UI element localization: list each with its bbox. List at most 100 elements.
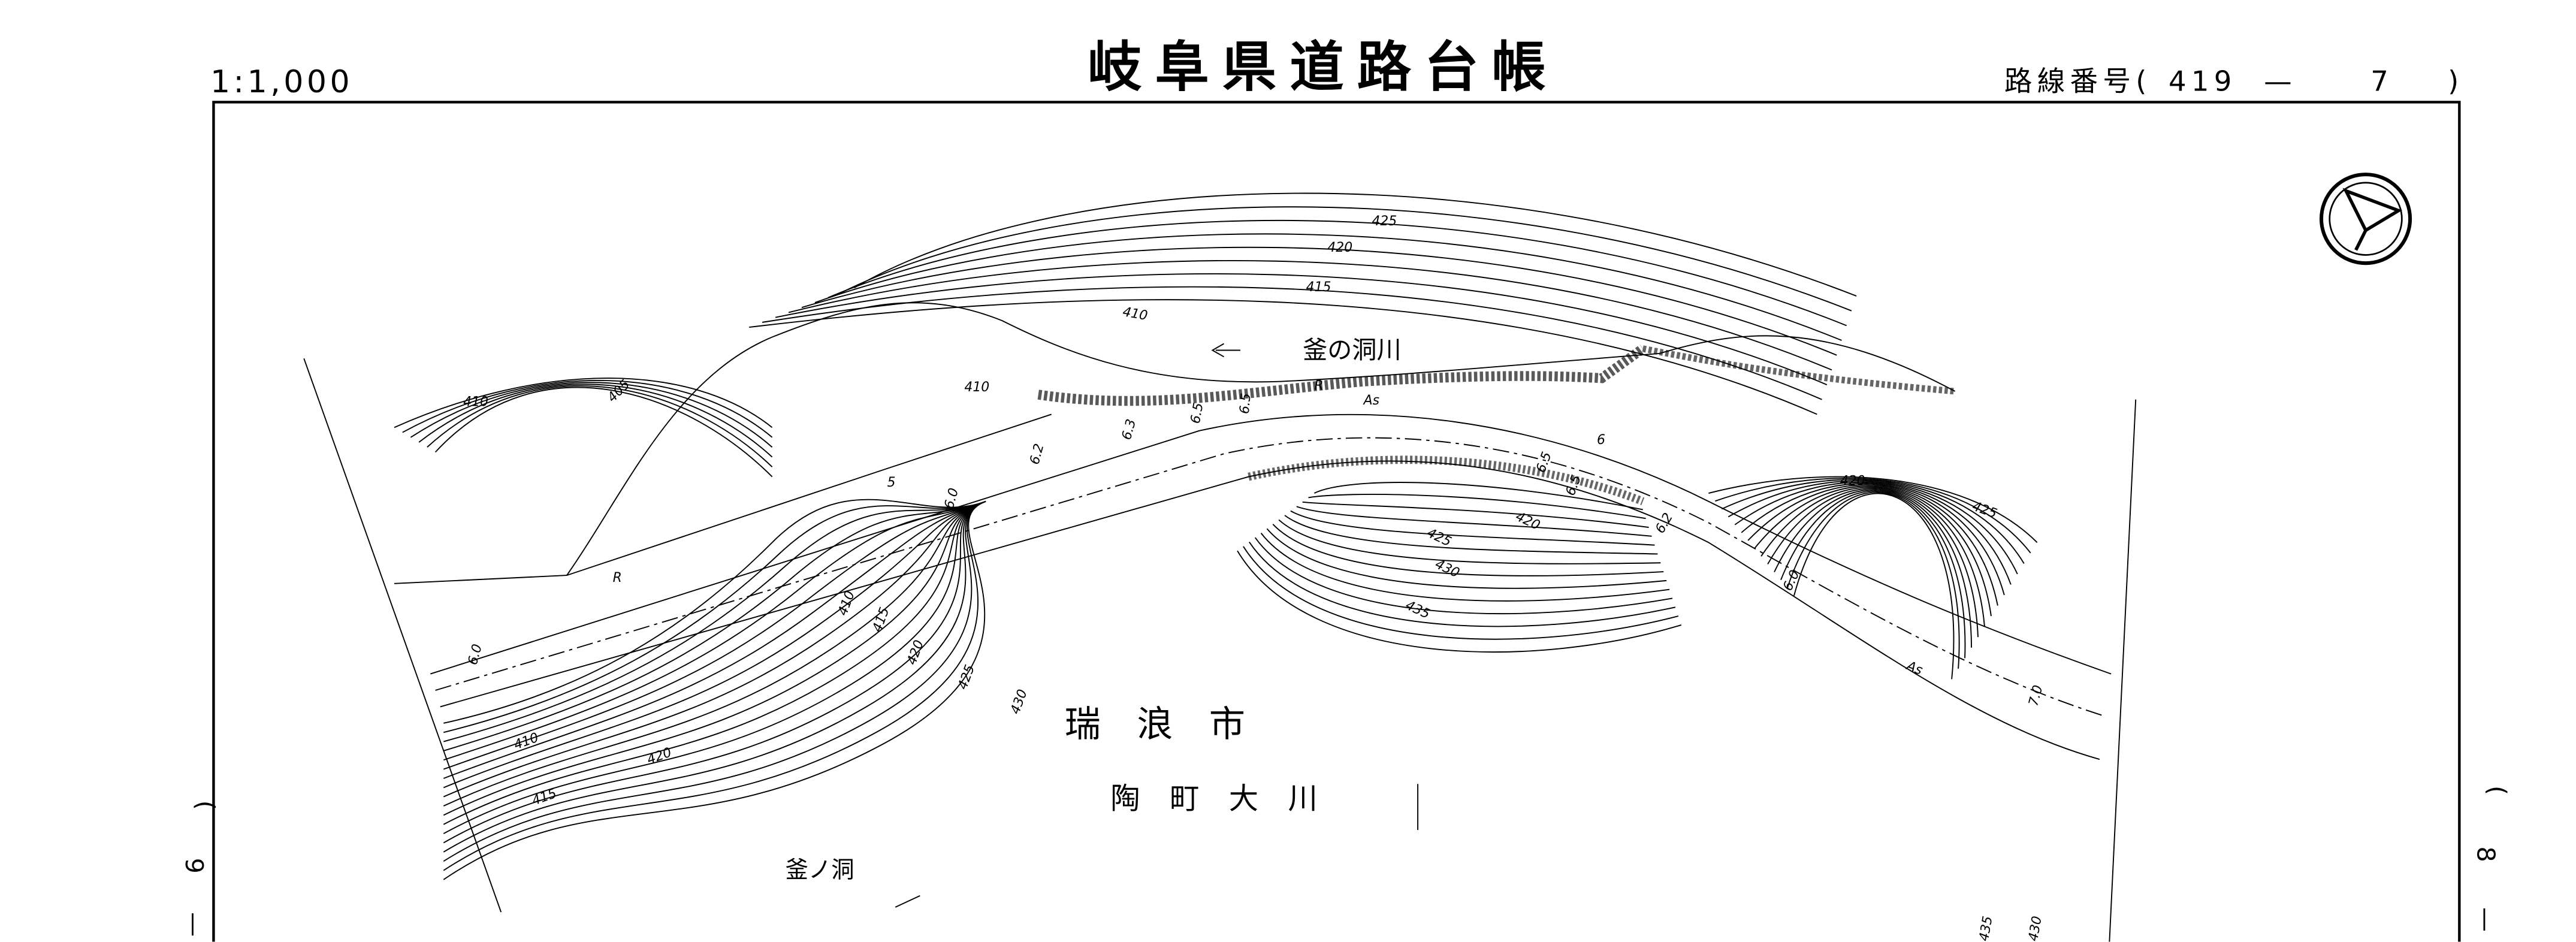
svg-text:—: — [2264,65,2292,97]
contour-line [443,500,986,742]
city-name: 瑞 浪 市 [1065,704,1245,745]
contour-label: 425 [1372,214,1397,229]
contour-line [749,299,1817,415]
contour-label: 415 [1306,280,1331,295]
contour-line [443,500,986,798]
contour-line [443,500,986,761]
svg-text:6.2: 6.2 [1027,442,1047,466]
contour-label: 420 [645,745,674,768]
station-number: 6 [1597,433,1605,448]
contour-line [1754,485,1992,617]
contour-line [1780,490,1966,659]
contour-line [443,500,986,770]
svg-text:(: ( [2483,786,2512,795]
svg-text:—: — [2471,907,2500,932]
svg-text:): ) [2448,65,2459,97]
town-name: 陶 町 大 川 [1110,781,1317,816]
contour-label: 410 [512,730,540,753]
contour-line [1760,487,1985,627]
contour-line [443,500,986,844]
svg-text:(: ( [191,801,220,810]
contour-line [418,384,773,458]
route-number: 路線番号 ( 419 — 7 ) [2004,65,2459,97]
contour-line [814,233,1842,341]
contour-line [828,219,1847,327]
station-number: 5 [887,475,896,490]
contour-line [854,192,1857,297]
contour-label: 410 [463,395,488,410]
contour-label: 430 [1433,557,1461,581]
contour-label: 435 [1403,598,1432,622]
svg-text:路線番号: 路線番号 [2004,65,2136,97]
contour-line [1248,541,1676,627]
contour-line [1290,510,1655,546]
svg-text:6.5: 6.5 [1563,473,1584,497]
contour-line [1266,528,1667,589]
contour-label: 410 [964,380,989,395]
contour-line [1787,491,1960,669]
svg-text:(: ( [2136,65,2146,97]
contour-line [443,500,986,789]
sheet-title: 岐阜県道路台帳 [1088,36,1559,99]
contour-elevation-labels: 4254204154104104054104204254304354104154… [463,214,2045,942]
contour-line [1708,476,2038,543]
contour-label: 420 [1840,473,1865,488]
contour-line [1721,479,2025,564]
svg-text:6.0: 6.0 [466,642,485,666]
contour-line [775,273,1828,385]
sheet-frame [212,101,2461,942]
contour-label: 415 [870,605,893,634]
contour-line [443,499,986,724]
contour-line [1767,488,1979,638]
contour-line [1793,493,1955,680]
contour-line [443,500,986,733]
contour-label: 420 [1513,509,1542,533]
contour-label: 420 [1327,240,1352,255]
contour-label: 425 [955,663,978,692]
contour-line [443,500,986,816]
svg-text:—: — [180,912,209,937]
right-sheet-link: ( 8 — [2471,786,2511,932]
contour-line [443,500,986,834]
map-boundary-left [303,358,502,913]
svg-text:6.5: 6.5 [1188,401,1207,425]
route-section-value: 7 [2370,65,2388,97]
contour-label: 430 [1008,687,1031,716]
road-route-419 [394,413,2112,760]
contour-line [1284,515,1658,555]
contour-label: 425 [1970,499,1999,522]
road-mark: R [1314,378,1323,393]
contour-line [788,259,1832,371]
contour-line [841,206,1852,312]
contour-line [434,387,773,478]
contour-line [443,500,986,825]
contour-line [1715,478,2031,554]
svg-text:6.2: 6.2 [1653,511,1676,536]
contour-lines [394,192,2038,880]
left-sheet-link: ( 9 — [180,801,220,937]
route-number-value: 419 [2169,65,2237,97]
road-mark: R [613,570,622,585]
contour-line [1260,533,1670,602]
contour-line [1308,493,1646,520]
contour-line [1254,537,1673,615]
map-scale: 1:1,000 [210,64,353,100]
contour-line [427,385,773,467]
contour-line [1243,546,1679,640]
contour-line [443,500,986,779]
contour-line [1272,524,1664,576]
contour-line [1237,550,1682,653]
contour-line [402,379,773,438]
contour-line [394,378,773,428]
contour-line [1302,501,1649,528]
river-name: 釜の洞川 [1303,336,1401,364]
north-arrow-icon [2320,173,2412,265]
svg-text:7.0: 7.0 [2026,684,2046,708]
contour-label: 415 [530,786,559,809]
contour-line [1313,482,1643,511]
contour-line [443,500,986,751]
pavement-label: As [1363,393,1379,408]
contour-line [762,286,1822,400]
svg-text:8: 8 [2471,846,2500,862]
contour-line [410,382,773,448]
